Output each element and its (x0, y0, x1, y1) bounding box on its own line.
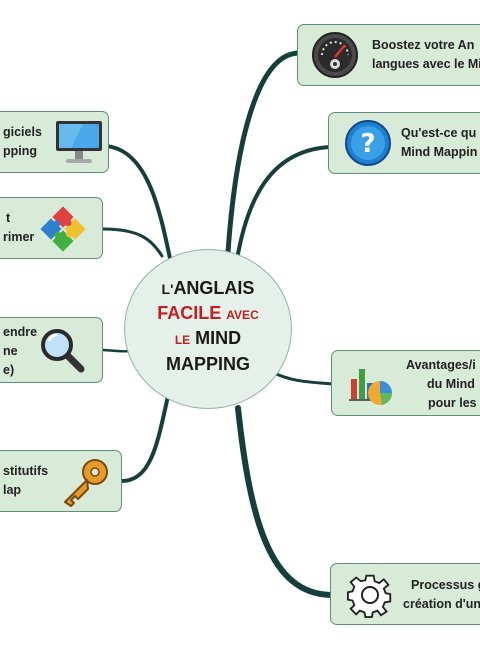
branch-to-quest-ce (236, 145, 332, 256)
central-word-facile: FACILE (157, 303, 222, 323)
central-prefix: L' (161, 281, 174, 297)
node-avantages[interactable]: Avantages/i du Mind pour les (331, 350, 480, 416)
branch-to-boostez (225, 50, 303, 255)
gear-icon (346, 574, 392, 619)
branch-to-constitutifs (120, 394, 170, 483)
central-line1: L'ANGLAIS (125, 278, 291, 299)
branch-to-processus (235, 405, 334, 598)
node-avantages-line2: du Mind (427, 377, 475, 391)
node-boostez-line1: Boostez votre An (372, 38, 475, 52)
node-quest-ce-line1: Qu'est-ce qu (401, 126, 477, 140)
node-logiciels-line2: pping (3, 144, 38, 158)
node-constitutifs-line2: lap (3, 483, 22, 497)
node-processus-line1: Processus g (411, 578, 480, 592)
key-icon (64, 459, 108, 507)
magnifier-icon (41, 329, 85, 373)
bar-chart-icon (349, 369, 392, 405)
node-comprendre-line1: endre (3, 325, 38, 339)
node-constitutifs-line1: stitutifs (3, 464, 49, 478)
node-comprendre-line2: ne (3, 344, 18, 358)
node-processus-line2: création d'un (403, 597, 480, 611)
node-boostez[interactable]: Boostez votre An langues avec le Mi (297, 24, 480, 86)
node-exprimer-line1: t (6, 211, 11, 225)
central-line3: LE MIND (125, 328, 291, 349)
node-processus[interactable]: Processus g création d'un (330, 563, 480, 625)
node-constitutifs[interactable]: stitutifs lap (0, 450, 122, 512)
central-topic[interactable]: L'ANGLAIS FACILE AVEC LE MIND MAPPING (124, 249, 292, 409)
node-avantages-line1: Avantages/i (406, 358, 476, 372)
central-word-avec: AVEC (226, 308, 259, 322)
central-word-mind: MIND (195, 328, 242, 348)
node-quest-ce[interactable]: ? Qu'est-ce qu Mind Mappin (328, 112, 480, 174)
svg-text:?: ? (360, 129, 375, 159)
node-exprimer-line2: rimer (3, 230, 35, 244)
central-line4: MAPPING (165, 354, 250, 374)
speedometer-icon (312, 32, 358, 78)
branch-to-comprendre (101, 348, 130, 353)
node-boostez-line2: langues avec le Mi (372, 57, 480, 71)
puzzle-icon (40, 206, 86, 252)
node-logiciels-line1: giciels (3, 125, 42, 139)
central-line2: FACILE AVEC (125, 303, 291, 324)
question-icon: ? (345, 120, 391, 166)
central-word-anglais: ANGLAIS (173, 278, 255, 298)
node-comprendre-line3: e) (3, 363, 15, 377)
node-exprimer[interactable]: t rimer (0, 197, 103, 259)
node-logiciels[interactable]: giciels pping (0, 111, 109, 173)
node-comprendre[interactable]: endre ne e) (0, 317, 103, 383)
central-word-le: LE (174, 333, 191, 347)
node-avantages-line3: pour les (428, 396, 477, 410)
branch-to-exprimer (101, 227, 164, 258)
branch-to-logiciels (104, 144, 174, 270)
monitor-icon (56, 121, 102, 163)
node-quest-ce-line2: Mind Mappin (401, 145, 478, 159)
